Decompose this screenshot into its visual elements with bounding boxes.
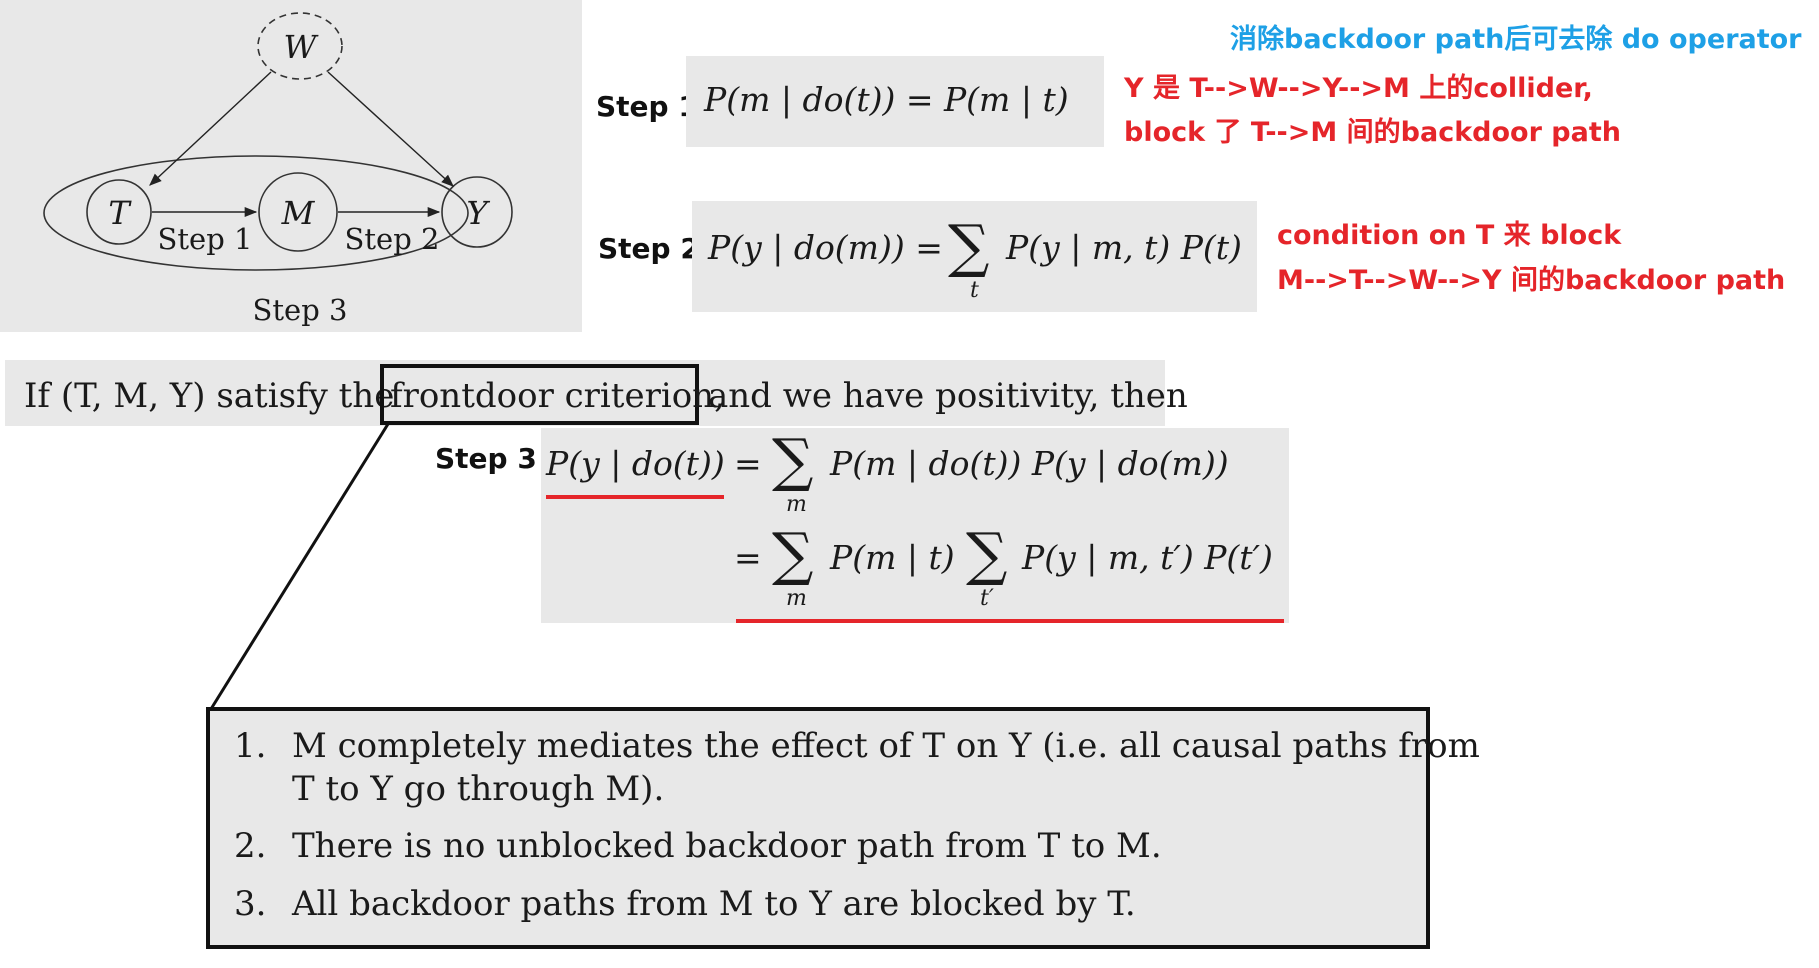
edge-label-step3: Step 3 xyxy=(253,293,348,327)
step3-line2-b: P(y | m, t′) P(t′) xyxy=(1022,538,1273,577)
causal-graph-panel xyxy=(0,0,582,332)
step3-line1-rest: P(m | do(t)) P(y | do(m)) xyxy=(830,444,1229,483)
step1-note-line2: block 了 T-->M 间的backdoor path xyxy=(1124,117,1621,148)
step2-note-line1: condition on T 来 block xyxy=(1277,220,1622,251)
frontdoor-highlight-box xyxy=(380,364,699,425)
step3-equals-2: = xyxy=(734,538,762,577)
step3-line2-a: P(m | t) xyxy=(830,538,955,577)
step3-sum-3: ∑ xyxy=(966,520,1008,588)
causal-graph: W T M Y Step 1 Step 2 Step 3 xyxy=(43,12,513,327)
node-m-label: M xyxy=(281,194,316,232)
step3-formula-box xyxy=(541,428,1289,623)
criterion-list-box xyxy=(206,707,1430,949)
step3-label: Step 3 xyxy=(435,442,537,475)
intro-box xyxy=(5,360,1165,426)
node-y-label: Y xyxy=(466,194,490,232)
criterion-item-2-line1: There is no unblocked backdoor path from… xyxy=(292,826,1162,866)
step1-label: Step 1 xyxy=(596,90,698,123)
node-t-label: T xyxy=(108,194,132,232)
edge-label-step2: Step 2 xyxy=(345,222,440,256)
criterion-item-3-line1: All backdoor paths from M to Y are block… xyxy=(292,884,1136,924)
step2-formula-box xyxy=(692,201,1257,312)
node-w-circle xyxy=(257,12,343,80)
node-w-label: W xyxy=(284,28,320,66)
step3-sum3-index: t′ xyxy=(980,586,994,611)
step3-lhs: P(y | do(t)) xyxy=(546,444,725,483)
step2-formula-right: P(y | m, t) P(t) xyxy=(1006,228,1242,267)
step3-sum-2: ∑ xyxy=(772,520,814,588)
step1-formula-box xyxy=(686,56,1104,147)
step1-note-line1: Y 是 T-->W-->Y-->M 上的collider, xyxy=(1124,73,1593,104)
intro-prefix: If (T, M, Y) satisfy the xyxy=(24,376,395,416)
step2-label: Step 2 xyxy=(598,232,700,265)
criterion-item-1-line2: T to Y go through M). xyxy=(292,769,665,809)
edge-w-t xyxy=(149,71,272,186)
step3-ellipse xyxy=(43,155,469,271)
node-t-circle xyxy=(86,179,152,245)
step2-formula-left: P(y | do(m)) = xyxy=(708,228,943,267)
step3-sum1-index: m xyxy=(786,492,807,517)
step3-sum-1: ∑ xyxy=(772,426,814,494)
criterion-item-1-line1: M completely mediates the effect of T on… xyxy=(292,726,1480,766)
step3-rhs-underline xyxy=(736,619,1284,623)
frontdoor-criterion-term: frontdoor criterion, xyxy=(390,376,725,416)
step2-note-line2: M-->T-->W-->Y 间的backdoor path xyxy=(1277,265,1786,296)
step3-sum2-index: m xyxy=(786,586,807,611)
intro-text: If (T, M, Y) satisfy the xyxy=(24,376,394,416)
intro-suffix: and we have positivity, then xyxy=(708,376,1188,416)
step2-sum-symbol: ∑ xyxy=(948,212,990,280)
step2-sum-index: t xyxy=(970,278,979,303)
node-y-circle xyxy=(441,176,513,248)
step1-formula: P(m | do(t)) = P(m | t) xyxy=(704,80,1069,119)
step3-equals-1: = xyxy=(734,444,762,483)
blue-annotation: 消除backdoor path后可去除 do operator xyxy=(1230,24,1802,55)
criterion-item-3-num: 3. xyxy=(234,884,267,924)
criterion-item-2-num: 2. xyxy=(234,826,267,866)
node-m-circle xyxy=(258,172,338,252)
edge-label-step1: Step 1 xyxy=(158,222,253,256)
edge-w-y xyxy=(327,71,454,187)
criterion-item-1-num: 1. xyxy=(234,726,267,766)
step3-lhs-underline xyxy=(546,495,724,499)
